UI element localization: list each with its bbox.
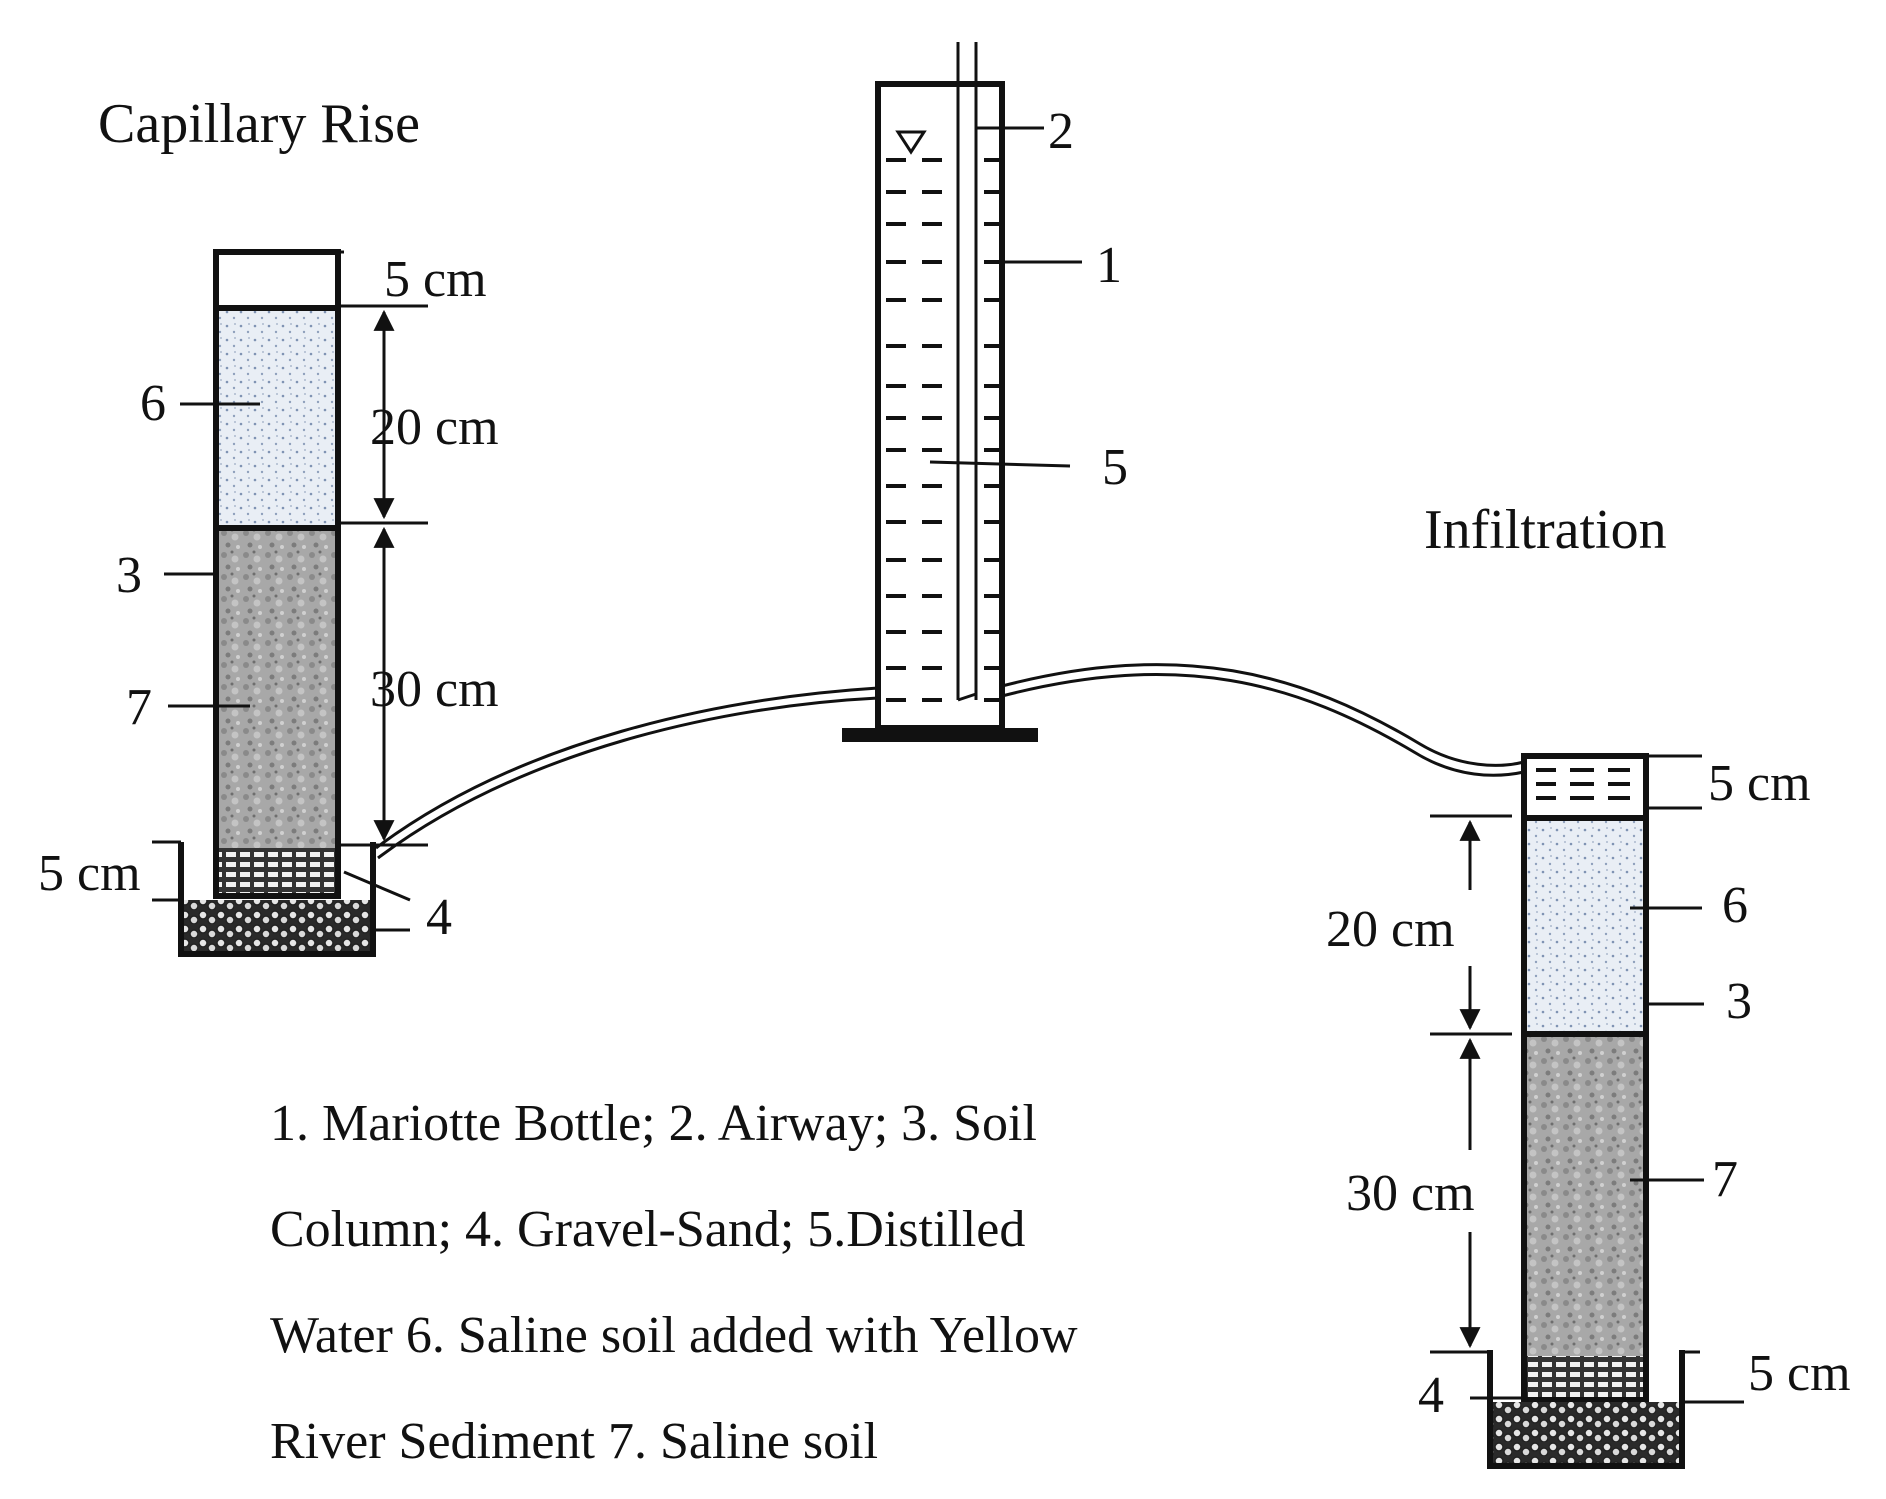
infiltration-num-6: 6 (1722, 877, 1748, 934)
capillary-rise-title: Capillary Rise (98, 93, 420, 155)
capillary-dim-mid: 20 cm (370, 399, 499, 456)
capillary-dim-top: 5 cm (384, 251, 487, 308)
infiltration-num-3: 3 (1726, 973, 1752, 1030)
capillary-tray-wall (178, 842, 376, 957)
infiltration-layer-6 (1524, 818, 1646, 1034)
caption-line-4: River Sediment 7. Saline soil (270, 1413, 878, 1470)
infiltration-layer-7 (1524, 1034, 1646, 1356)
infiltration-gravel-tray (1490, 1402, 1682, 1464)
infiltration-dim-mid: 20 cm (1326, 901, 1455, 958)
capillary-column: 5 cm 20 cm 30 cm 5 cm 6 3 7 4 (38, 249, 499, 957)
bottle-num-1: 1 (1096, 237, 1122, 294)
infiltration-num-7: 7 (1712, 1151, 1738, 1208)
infiltration-column-wall (1521, 753, 1649, 1403)
mariotte-bottle: 2 1 5 (842, 42, 1128, 742)
bottle-num-5: 5 (1102, 439, 1128, 496)
capillary-dim-base: 5 cm (38, 845, 141, 902)
capillary-num-6: 6 (140, 375, 166, 432)
legend-caption: 1. Mariotte Bottle; 2. Airway; 3. Soil C… (270, 1095, 1078, 1470)
infiltration-dim-low: 30 cm (1346, 1165, 1475, 1222)
infiltration-dim-top: 5 cm (1708, 755, 1811, 812)
infiltration-column: 5 cm 20 cm 30 cm 5 cm 6 3 7 4 (1326, 753, 1851, 1469)
infiltration-title: Infiltration (1424, 499, 1667, 561)
infiltration-dim-base: 5 cm (1748, 1345, 1851, 1402)
capillary-num-3: 3 (116, 547, 142, 604)
capillary-layer-6 (216, 308, 338, 528)
capillary-dim-low: 30 cm (370, 661, 499, 718)
caption-line-2: Column; 4. Gravel-Sand; 5.Distilled (270, 1201, 1025, 1258)
bottle-base (842, 728, 1038, 742)
capillary-gravel-tray (181, 900, 373, 952)
caption-line-3: Water 6. Saline soil added with Yellow (270, 1307, 1078, 1364)
connecting-tubes (375, 663, 1525, 860)
infiltration-num-4: 4 (1418, 1367, 1444, 1424)
capillary-layer-7 (216, 528, 338, 848)
infiltration-tray-wall (1487, 1350, 1685, 1469)
caption-line-1: 1. Mariotte Bottle; 2. Airway; 3. Soil (270, 1095, 1037, 1152)
bottle-num-2: 2 (1048, 103, 1074, 160)
capillary-num-7: 7 (126, 679, 152, 736)
infiltration-layer-4 (1524, 1356, 1646, 1400)
capillary-layer-4 (216, 848, 338, 896)
capillary-num-4: 4 (426, 889, 452, 946)
